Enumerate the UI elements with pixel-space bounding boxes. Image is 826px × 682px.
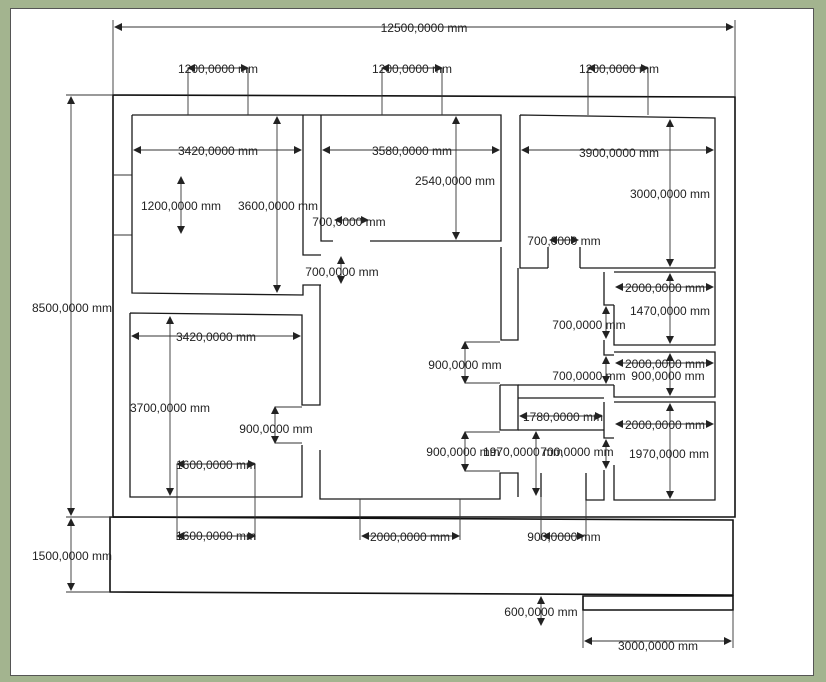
room3-walls bbox=[519, 114, 716, 269]
label-room4-height: 3700,0000 mm bbox=[130, 401, 210, 415]
label-bath3-height: 1970,0000 mm bbox=[629, 447, 709, 461]
central-spine bbox=[500, 247, 581, 341]
label-room4-window: 1600,0000 mm bbox=[176, 458, 256, 472]
hall-bottom-walls bbox=[319, 384, 519, 500]
label-bath3-width: 2000,0000 mm bbox=[625, 418, 705, 432]
label-hall-opening-2: 900,0000 mm bbox=[426, 445, 499, 459]
label-room4-width: 3420,0000 mm bbox=[176, 330, 256, 344]
label-room2-height: 2540,0000 mm bbox=[415, 174, 495, 188]
label-door-room2: 700,0000 mm bbox=[312, 215, 385, 229]
label-door-room4: 900,0000 mm bbox=[239, 422, 312, 436]
label-top-window-2: 1200,0000 mm bbox=[372, 62, 452, 76]
bath2-walls bbox=[603, 340, 716, 398]
porch-slab bbox=[109, 516, 734, 596]
porch-step bbox=[582, 595, 734, 611]
label-porch-height: 1500,0000 mm bbox=[32, 549, 112, 563]
label-front-door: 2000,0000 mm bbox=[370, 530, 450, 544]
label-front-opening: 900,0000 mm bbox=[527, 530, 600, 544]
label-door-room1: 700,0000 mm bbox=[305, 265, 378, 279]
label-bath2-width: 2000,0000 mm bbox=[625, 357, 705, 371]
label-hall-width: 1780,0000 mm bbox=[523, 410, 603, 424]
inner-walls bbox=[129, 114, 716, 501]
label-top-window-3: 1200,0000 mm bbox=[579, 62, 659, 76]
outer-wall-main bbox=[112, 94, 736, 518]
dimension-labels: 12500,0000 mm 1200,0000 mm 1200,0000 mm … bbox=[32, 21, 710, 653]
label-total-height: 8500,0000 mm bbox=[32, 301, 112, 315]
label-bath1-width: 2000,0000 mm bbox=[625, 281, 705, 295]
label-door-room3: 700,0000 mm bbox=[527, 234, 600, 248]
label-hall-opening: 900,0000 mm bbox=[428, 358, 501, 372]
label-room2-width: 3580,0000 mm bbox=[372, 144, 452, 158]
label-room1-window: 1200,0000 mm bbox=[141, 199, 221, 213]
room2-walls bbox=[320, 114, 502, 242]
corridor-walls bbox=[518, 384, 614, 501]
label-room1-height: 3600,0000 mm bbox=[238, 199, 318, 213]
label-bath1-height: 1470,0000 mm bbox=[630, 304, 710, 318]
label-room1-width: 3420,0000 mm bbox=[178, 144, 258, 158]
label-top-window-1: 1200,0000 mm bbox=[178, 62, 258, 76]
drawing-sheet bbox=[10, 8, 814, 676]
label-step-width: 3000,0000 mm bbox=[618, 639, 698, 653]
bath3-walls bbox=[603, 401, 716, 501]
label-total-width: 12500,0000 mm bbox=[381, 21, 468, 35]
label-door-bath1: 700,0000 mm bbox=[552, 318, 625, 332]
label-door-bath3: 700,0000 mm bbox=[540, 445, 613, 459]
label-room3-height: 3000,0000 mm bbox=[630, 187, 710, 201]
label-door-bath2: 700,0000 mm bbox=[552, 369, 625, 383]
dimension-lines bbox=[66, 20, 736, 648]
label-step-height: 600,0000 mm bbox=[504, 605, 577, 619]
label-hall-height: 1970,0000 mm bbox=[483, 445, 563, 459]
room1-walls bbox=[131, 114, 321, 296]
bath1-walls bbox=[603, 271, 716, 346]
label-bath2-height: 900,0000 mm bbox=[631, 369, 704, 383]
label-front-window-1: 1600,0000 mm bbox=[176, 529, 256, 543]
room4-walls bbox=[129, 285, 321, 498]
label-room3-width: 3900,0000 mm bbox=[579, 146, 659, 160]
